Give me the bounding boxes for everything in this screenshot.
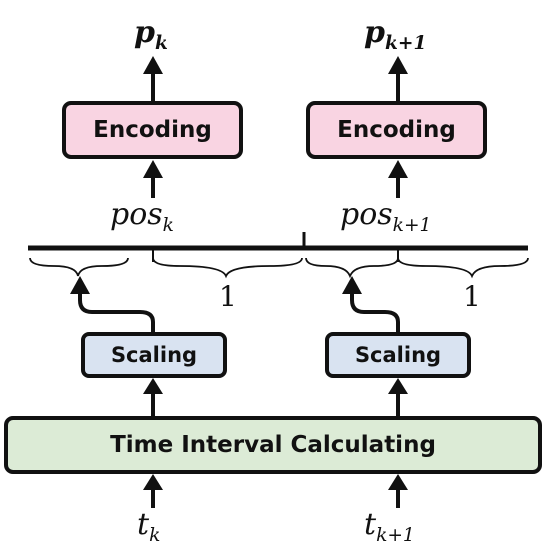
output-p-k: pk — [134, 15, 168, 55]
input-t-k1: tk+1 — [364, 507, 415, 547]
arrow-enc-p-right-head — [388, 56, 408, 74]
encoding-box-right: Encoding — [306, 101, 487, 159]
unit-label-left: 1 — [219, 280, 237, 313]
brace-left-b — [152, 257, 303, 279]
scaling-label: Scaling — [354, 343, 442, 367]
input-t-k: tk — [137, 507, 161, 547]
arrow-ti-scaling-right-head — [388, 378, 408, 394]
arrow-scaling-brace-left — [78, 292, 155, 332]
arrow-tk1-head — [388, 474, 408, 490]
position-pos-k: posk — [110, 197, 174, 237]
scaling-label: Scaling — [110, 343, 198, 367]
encoding-label: Encoding — [337, 117, 456, 143]
arrow-enc-p-left-head — [143, 56, 163, 74]
arrow-scaling-brace-left-head — [70, 276, 90, 294]
arrow-pos-enc-left-head — [143, 160, 163, 178]
time-interval-label: Time Interval Calculating — [110, 432, 436, 458]
arrow-pos-enc-right-head — [388, 160, 408, 178]
arrow-tk-head — [143, 474, 163, 490]
brace-left-a — [29, 257, 129, 277]
encoding-box-left: Encoding — [62, 101, 243, 159]
scaling-box-left: Scaling — [81, 332, 227, 378]
time-interval-box: Time Interval Calculating — [4, 416, 542, 474]
arrow-scaling-brace-right — [350, 292, 400, 332]
scaling-box-right: Scaling — [325, 332, 471, 378]
brace-right-a — [305, 257, 399, 279]
arrow-ti-scaling-left-head — [143, 378, 163, 394]
brace-right-b — [397, 257, 529, 279]
position-pos-k1: posk+1 — [340, 197, 432, 237]
unit-label-right: 1 — [463, 280, 481, 313]
output-p-k1: pk+1 — [364, 15, 427, 55]
encoding-label: Encoding — [93, 117, 212, 143]
arrow-scaling-brace-right-head — [342, 276, 362, 294]
